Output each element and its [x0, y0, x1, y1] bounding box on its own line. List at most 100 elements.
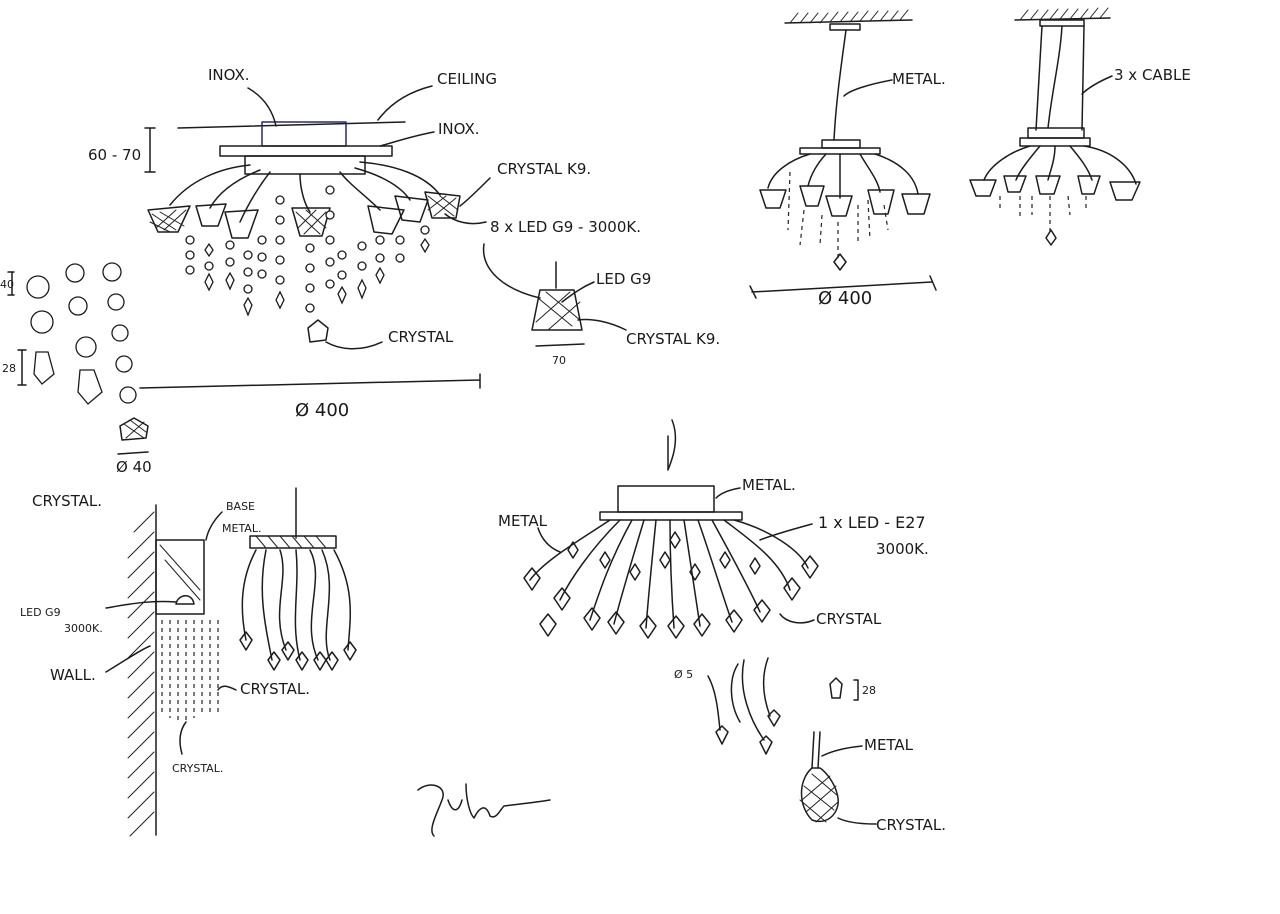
suspension	[667, 419, 677, 471]
crystal-strands	[161, 620, 219, 722]
lamp-plate	[599, 511, 743, 521]
shade-hatch	[295, 209, 327, 235]
branch-lamp-drawing	[239, 487, 357, 671]
label-led-g9: LED G9	[596, 270, 651, 288]
label-ceiling: CEILING	[437, 70, 497, 88]
cables	[1035, 25, 1085, 131]
label-crystal: CRYSTAL.	[876, 816, 946, 834]
crystal-hatch	[799, 773, 839, 823]
label-metal: METAL	[864, 736, 914, 754]
shade-hatch	[149, 209, 187, 233]
label-metal-left: METAL	[498, 512, 548, 530]
pendant-arms	[983, 145, 1137, 185]
crystal-shade	[394, 195, 429, 223]
pendant-drops	[999, 195, 1087, 235]
arm	[239, 171, 271, 223]
dim-bracket	[853, 679, 859, 701]
label-crystal-right: CRYSTAL.	[240, 680, 310, 698]
leader	[537, 527, 561, 553]
label-inox-top: INOX.	[208, 66, 250, 84]
bottom-crystal	[119, 417, 149, 441]
label-dim-bottom: Ø 40	[116, 458, 152, 476]
label-metal-top: METAL.	[742, 476, 796, 494]
crystal-strands	[185, 185, 430, 343]
label-wall: WALL.	[50, 666, 96, 684]
canopy-plate	[219, 145, 393, 157]
label-width: 70	[552, 354, 566, 367]
leader	[444, 213, 487, 225]
label-crystal-k9: CRYSTAL K9.	[497, 160, 591, 178]
arm	[359, 161, 441, 196]
leader	[561, 281, 595, 303]
lamp-arms	[529, 519, 809, 629]
leader	[1081, 75, 1113, 95]
g9-shade	[531, 289, 583, 331]
dim-width	[535, 343, 585, 347]
bulb	[175, 595, 195, 605]
small-crystal	[829, 677, 843, 699]
crystal-shade	[195, 203, 227, 227]
label-led-e27: 1 x LED - E27	[818, 513, 926, 532]
leader	[325, 341, 383, 350]
g9-detail-drawing: LED G9 CRYSTAL K9. 70	[482, 243, 720, 367]
pendant-arms	[767, 153, 919, 199]
pendant-cable-drawing: 3 x CABLE	[969, 7, 1191, 246]
label-dim-mid: 28	[2, 362, 16, 375]
crystal-shade	[147, 205, 191, 233]
lamp-body	[617, 485, 715, 513]
dim-top	[7, 271, 15, 296]
metal-clip	[811, 731, 821, 769]
pendant-metal-drawing: METAL. Ø 400	[749, 9, 946, 309]
base-hatch	[159, 544, 201, 601]
crystal-shade	[424, 191, 461, 219]
label-led-g9: LED G9	[20, 606, 61, 619]
label-height: 60 - 70	[88, 146, 141, 164]
label-inox-side: INOX.	[438, 120, 480, 138]
ceiling-lamp-drawing: INOX. CEILING INOX. 60 - 70 CRYSTAL K9. …	[88, 66, 641, 421]
crystal-shade	[367, 205, 405, 235]
hanging-lamp-drawing: METAL. METAL 1 x LED - E27 3000K. CRYSTA…	[498, 419, 929, 639]
leader	[105, 600, 177, 609]
metal-rod	[833, 29, 847, 141]
canopy-hatch	[255, 535, 327, 549]
drop-crystals	[715, 709, 781, 755]
label-dim-top: 40	[0, 278, 14, 291]
label-diameter-5: Ø 5	[674, 668, 693, 681]
leader	[821, 745, 863, 757]
leader	[377, 85, 433, 121]
leader	[459, 177, 491, 207]
leader	[837, 817, 877, 825]
leader	[779, 613, 815, 624]
lamp-canopy	[249, 535, 337, 549]
diameter-dimension	[749, 275, 937, 299]
label-3000k: 3000K.	[64, 622, 103, 635]
ceiling-line	[177, 121, 406, 129]
ceiling-hatch	[789, 9, 909, 24]
branch-stems	[241, 549, 351, 661]
leader	[205, 511, 223, 541]
arm	[169, 164, 251, 206]
leader	[577, 318, 627, 331]
lamp-inner-crystals	[567, 531, 761, 581]
pendant-drops	[787, 171, 889, 262]
label-crystal-title: CRYSTAL.	[32, 492, 102, 510]
wall-hatch	[127, 511, 155, 837]
label-diameter: Ø 400	[295, 400, 349, 421]
label-diameter: Ø 400	[818, 288, 872, 309]
leader	[105, 645, 151, 673]
bead-strings-drawing: 40 28 Ø 40	[0, 262, 152, 476]
arm	[299, 173, 311, 213]
label-dim-28: 28	[862, 684, 876, 697]
label-crystal-k9: CRYSTAL K9.	[626, 330, 720, 348]
leader	[379, 131, 435, 147]
ceiling-line	[784, 19, 913, 24]
leader	[843, 79, 893, 97]
crystal-hatch	[123, 419, 147, 439]
arm	[339, 171, 381, 211]
arm	[354, 167, 411, 201]
label-metal: METAL.	[222, 522, 261, 535]
label-led-g9: 8 x LED G9 - 3000K.	[490, 218, 641, 236]
leader	[247, 87, 277, 127]
label-crystal: CRYSTAL	[388, 328, 454, 346]
